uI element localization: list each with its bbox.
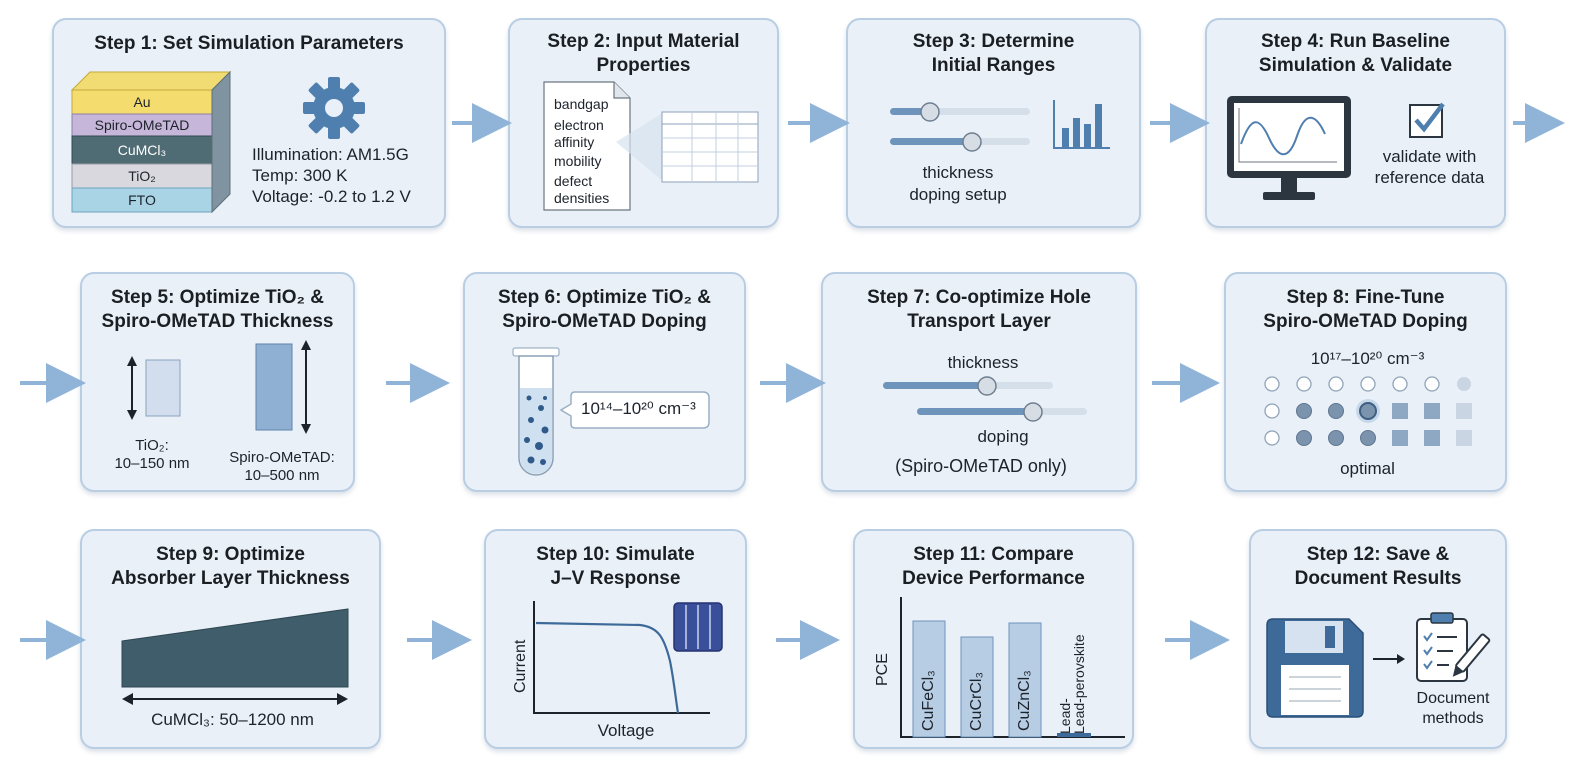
step-5-card: Step 5: Optimize TiO₂ &Spiro-OMeTAD Thic… [80, 272, 355, 492]
label-document: Document [1416, 690, 1490, 707]
label-spiro-only: (Spiro-OMeTAD only) [895, 456, 1067, 476]
doc-line-electron: electron [554, 117, 604, 133]
layer-fto: FTO [128, 192, 156, 208]
label-validate: validate with [1382, 147, 1477, 166]
arrow-right-icon [1373, 654, 1405, 664]
step-12-card: Step 12: Save &Document Results Document… [1249, 529, 1507, 749]
co-optimize-sliders [883, 376, 1087, 422]
test-tube-icon [512, 347, 560, 476]
bar-lead-perovskite [1057, 733, 1091, 737]
doc-line-affinity: affinity [554, 134, 595, 150]
gear-icon [303, 77, 365, 139]
bar-cuzncl3 [1008, 622, 1042, 738]
doping-range-callout [559, 391, 710, 429]
label-reference: reference data [1374, 168, 1485, 187]
clipboard-icon [1416, 612, 1491, 682]
layer-stack: Au Spiro-OMeTAD CuMCl₃ TiO₂ FTO [70, 70, 232, 214]
bar-chart-icon [1053, 100, 1110, 149]
step-1-title: Step 1: Set Simulation Parameters [94, 33, 404, 54]
param-voltage: Voltage: -0.2 to 1.2 V [252, 187, 411, 206]
pce-bar-chart [900, 597, 1125, 738]
thickness-graphic [127, 340, 311, 434]
doping-range-label: 10¹⁴–10²⁰ cm⁻³ [581, 399, 696, 418]
spiro-range: 10–500 nm [244, 467, 320, 484]
step-6-title: Step 6: Optimize TiO₂ &Spiro-OMeTAD Dopi… [498, 287, 711, 332]
step-1-card: Step 1: Set Simulation Parameters Au Spi… [52, 18, 446, 228]
absorber-thickness-graphic [121, 608, 349, 705]
layer-tio2: TiO₂ [128, 168, 156, 184]
param-illumination: Illumination: AM1.5G [252, 145, 409, 164]
bar-label-lead-perovskite: Lead-perovskite [1071, 634, 1087, 734]
doping-grid-graphic [1264, 376, 1472, 446]
layer-au: Au [133, 94, 151, 110]
label-thickness: thickness [922, 163, 994, 182]
label-thickness-7: thickness [947, 353, 1019, 372]
solar-panel-icon [673, 602, 723, 652]
floppy-disk-icon [1266, 618, 1364, 718]
doc-line-defect: defect [554, 173, 593, 189]
bar-label-cucrcl3: CuCrCl₃ [968, 672, 985, 731]
spiro-label: Spiro-OMeTAD: [229, 449, 335, 466]
doc-line-densities: densities [554, 190, 610, 206]
monitor-icon [1227, 96, 1351, 200]
tio2-range: 10–150 nm [114, 455, 190, 472]
label-optimal: optimal [1340, 459, 1395, 478]
step-12-title: Step 12: Save &Document Results [1294, 544, 1462, 589]
bar-label-cufecl3: CuFeCl₃ [920, 670, 937, 731]
bar-cufecl3 [912, 620, 946, 738]
fine-tune-range: 10¹⁷–10²⁰ cm⁻³ [1310, 349, 1425, 368]
step-5-title: Step 5: Optimize TiO₂ &Spiro-OMeTAD Thic… [101, 287, 334, 332]
param-temp: Temp: 300 K [252, 166, 348, 185]
layer-stack-graphic [70, 70, 232, 214]
jv-ylabel: Current [512, 639, 529, 693]
bar-cucrcl3 [960, 636, 994, 738]
document-icon [543, 81, 759, 211]
doc-line-bandgap: bandgap [554, 96, 609, 112]
label-doping-setup: doping setup [909, 185, 1007, 204]
checkbox-icon [1409, 102, 1445, 138]
layer-spiro: Spiro-OMeTAD [94, 117, 190, 133]
absorber-range: CuMCl₃: 50–1200 nm [151, 710, 314, 729]
jv-xlabel: Voltage [597, 721, 655, 740]
doc-line-mobility: mobility [554, 153, 602, 169]
range-sliders [890, 102, 1030, 152]
bar-label-cuzncl3: CuZnCl₃ [1016, 670, 1033, 731]
pce-ylabel: PCE [874, 653, 891, 686]
tio2-label: TiO₂: [135, 437, 169, 454]
step-6-card: Step 6: Optimize TiO₂ &Spiro-OMeTAD Dopi… [463, 272, 746, 492]
label-methods: methods [1422, 710, 1484, 727]
layer-cumcl3: CuMCl₃ [117, 142, 167, 158]
label-doping-7: doping [977, 427, 1029, 446]
jv-curve-graphic [533, 601, 710, 714]
